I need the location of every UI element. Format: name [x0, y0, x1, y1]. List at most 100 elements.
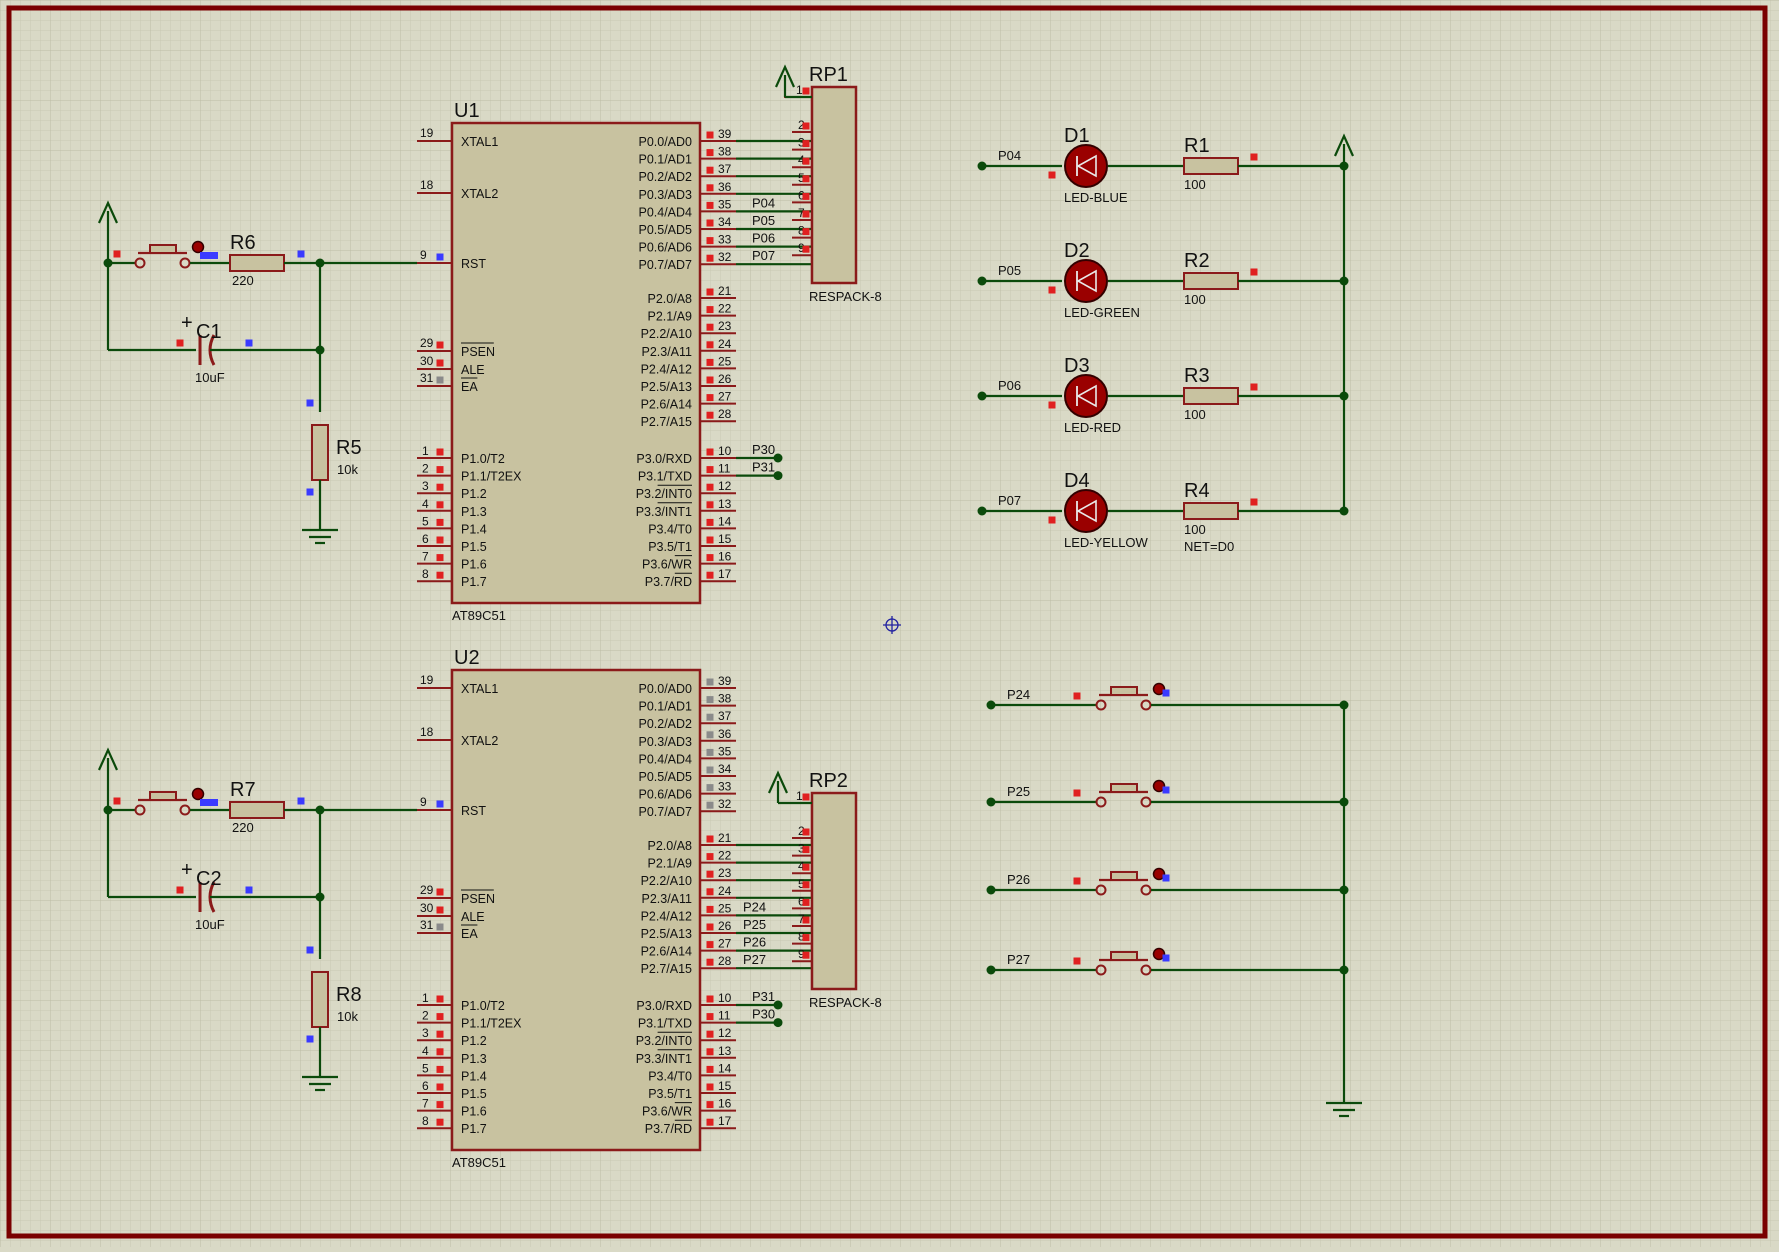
- mcu-pin-number: 19: [420, 673, 434, 687]
- rp-pin-number: 6: [798, 894, 805, 908]
- pin-marker: [802, 210, 810, 218]
- pin-marker: [706, 748, 714, 756]
- rp-pin-number: 2: [798, 824, 805, 838]
- pin-marker: [1162, 874, 1170, 882]
- mcu-pin-number: 5: [422, 514, 429, 528]
- pin-marker: [802, 898, 810, 906]
- net-label: P26: [743, 935, 766, 950]
- button-contact: [1140, 796, 1152, 808]
- pin-marker: [706, 888, 714, 896]
- button-contact: [1095, 699, 1107, 711]
- mcu-pin-number: 32: [718, 797, 732, 811]
- pin-marker: [706, 237, 714, 245]
- pin-marker: [706, 466, 714, 474]
- mcu-pin-number: 23: [718, 866, 732, 880]
- led-power-icon: [1333, 133, 1355, 166]
- pin-marker: [706, 483, 714, 491]
- button-cap: [149, 244, 177, 254]
- button-indicator: [1152, 779, 1166, 793]
- mcu-pin-label: P3.7/RD: [645, 575, 692, 589]
- pin-marker: [306, 399, 314, 407]
- mcu-pin-number: 33: [718, 233, 732, 247]
- power-arrow: [97, 200, 119, 224]
- mcu-pin-label: RST: [461, 804, 486, 818]
- serial-net-dot: [773, 471, 783, 481]
- mcu-pin-label: P1.0/T2: [461, 452, 505, 466]
- mcu-pin-number: 23: [718, 319, 732, 333]
- pin-marker: [436, 995, 444, 1003]
- pin-marker: [706, 536, 714, 544]
- mcu-pin-label: P0.1/AD1: [638, 700, 692, 714]
- pulldown-ground-icon: [302, 1059, 338, 1092]
- pin-marker: [802, 157, 810, 165]
- resistor-pack-rp2: [810, 791, 858, 991]
- pin-marker: [802, 175, 810, 183]
- pin-marker: [706, 941, 714, 949]
- pin-marker: [706, 254, 714, 262]
- resistor-pack-body: [810, 791, 858, 991]
- mcu-pin-label: P0.1/AD1: [638, 153, 692, 167]
- net-label: P27: [743, 952, 766, 967]
- mcu-pin-number: 31: [420, 918, 434, 932]
- mcu-pin-number: 6: [422, 1079, 429, 1093]
- pin-marker: [1250, 153, 1258, 161]
- pin-marker: [1162, 786, 1170, 794]
- net-label: P25: [743, 917, 766, 932]
- mcu-pin-number: 24: [718, 884, 732, 898]
- led-resistor-ref: R2: [1184, 250, 1210, 272]
- origin-cursor-icon: [883, 616, 901, 634]
- led-part: LED-GREEN: [1064, 305, 1140, 320]
- pin-marker: [706, 696, 714, 704]
- mcu-pin-number: 10: [718, 444, 732, 458]
- pin-marker: [1162, 954, 1170, 962]
- mcu-pin-number: 37: [718, 162, 732, 176]
- pin-marker: [802, 793, 810, 801]
- power-arrow: [767, 770, 789, 794]
- button-contact: [1095, 884, 1107, 896]
- pin-marker: [706, 835, 714, 843]
- mcu-pin-number: 32: [718, 250, 732, 264]
- rp-pin-number: 4: [798, 859, 805, 873]
- mcu-pin-number: 21: [718, 831, 732, 845]
- rp-pin-number: 3: [798, 842, 805, 856]
- pin-marker: [706, 1083, 714, 1091]
- net-label: P31: [752, 989, 775, 1004]
- pulldown-ref: R5: [336, 437, 362, 459]
- pin-marker: [706, 995, 714, 1003]
- pin-marker: [706, 166, 714, 174]
- rp-pin-number: 5: [798, 877, 805, 891]
- resistor-pack-reference: RP1: [809, 64, 848, 86]
- pin-marker: [802, 192, 810, 200]
- mcu-pin-number: 2: [422, 462, 429, 476]
- pin-marker: [802, 828, 810, 836]
- pin-marker: [706, 801, 714, 809]
- mcu-pin-number: 7: [422, 1097, 429, 1111]
- pin-marker: [802, 846, 810, 854]
- led-net-label: P06: [998, 378, 1021, 393]
- rp-pin-number: 8: [798, 930, 805, 944]
- pin-marker: [706, 1118, 714, 1126]
- pin-marker: [706, 870, 714, 878]
- mcu-pin-label: P3.3/INT1: [636, 505, 692, 519]
- mcu-pin-label: P2.6/A14: [641, 945, 692, 959]
- mcu-pin-label: P2.3/A11: [641, 892, 692, 906]
- mcu-pin-number: 16: [718, 550, 732, 564]
- reset-resistor-value: 220: [232, 273, 254, 288]
- pin-marker: [306, 946, 314, 954]
- button-cap: [1110, 951, 1138, 961]
- cap-value: 10uF: [195, 370, 225, 385]
- mcu-pin-label: P1.7: [461, 1122, 487, 1136]
- button-cap: [149, 791, 177, 801]
- button-contact: [1140, 884, 1152, 896]
- mcu-pin-label: P2.0/A8: [648, 292, 693, 306]
- mcu-body: [450, 668, 702, 1152]
- pin-marker: [706, 288, 714, 296]
- mcu-pin-label: P3.1/TXD: [638, 470, 692, 484]
- button-cap: [1110, 871, 1138, 881]
- pin-marker: [1048, 516, 1056, 524]
- reset-resistor-body: [229, 801, 285, 819]
- pin-marker: [706, 448, 714, 456]
- mcu-pin-label: P1.1/T2EX: [461, 470, 522, 484]
